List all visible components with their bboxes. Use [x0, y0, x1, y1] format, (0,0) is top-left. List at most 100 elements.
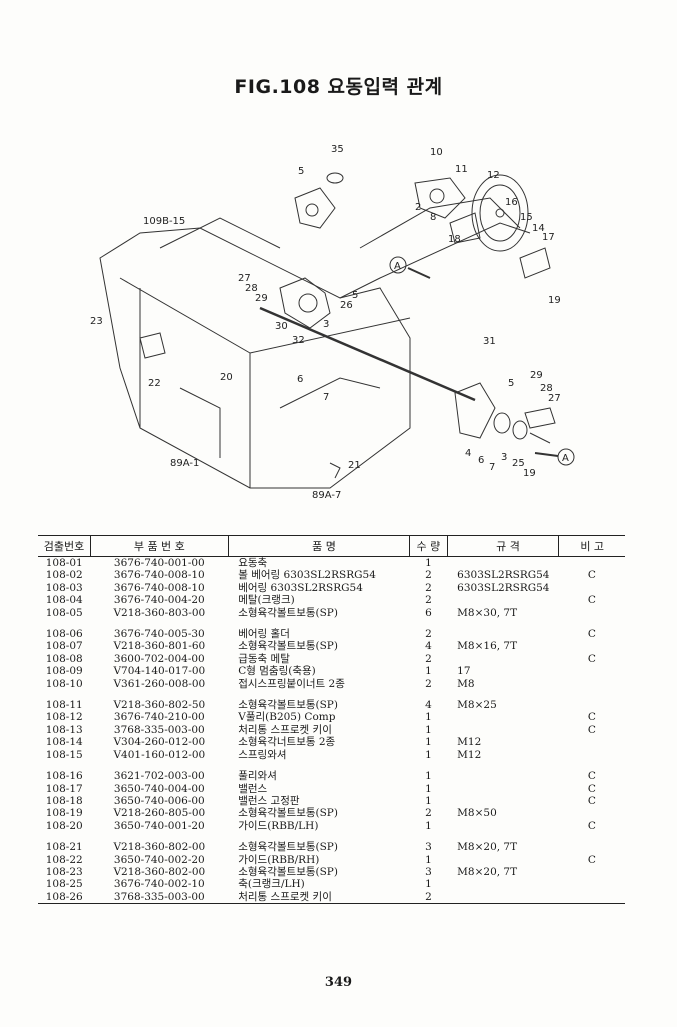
- index-cell: 108-25: [45, 878, 83, 891]
- col-header-quantity: 수 량: [409, 535, 448, 557]
- marker-a-lower: A: [562, 453, 569, 464]
- quantity-cell: 2: [425, 628, 432, 641]
- remarks-cell: [559, 665, 625, 677]
- spec-cell: 6303SL2RSRG54: [457, 581, 550, 594]
- callout-label: 3: [323, 319, 329, 330]
- remarks-cell: C: [587, 569, 596, 582]
- index-cell: 108-07: [45, 640, 83, 653]
- callout-label: 29: [255, 293, 268, 304]
- exploded-parts-diagram: A A 35 10 5 11 12 109B-15 2 8 16 15 14 1…: [90, 144, 575, 501]
- spec-cell: [447, 795, 559, 807]
- part-number-cell: 3676-740-001-00: [113, 557, 205, 569]
- group-spacer: [38, 619, 625, 628]
- callout-label: 29: [530, 370, 543, 381]
- index-cell: 108-12: [45, 711, 83, 724]
- quantity-cell: 1: [425, 794, 432, 807]
- part-number-cell: 3650-740-006-00: [113, 794, 205, 807]
- index-cell: 108-08: [45, 652, 83, 665]
- rock-shaft: [259, 306, 476, 402]
- quantity-cell: 1: [425, 711, 432, 724]
- callout-label: 12: [487, 170, 500, 181]
- spec-cell: M8×30, 7T: [457, 606, 518, 619]
- index-cell: 108-11: [45, 699, 83, 712]
- callout-label: 18: [448, 234, 461, 245]
- quantity-cell: 2: [425, 677, 432, 690]
- part-number-cell: V218-360-802-50: [113, 699, 206, 712]
- remarks-cell: [559, 699, 625, 711]
- index-cell: 108-01: [45, 557, 83, 569]
- quantity-cell: 3: [425, 841, 432, 854]
- callout-label: 15: [520, 212, 533, 223]
- part-name-cell: 소형육각볼트보통(SP): [238, 807, 338, 820]
- part-name-cell: 메탈(크랭크): [238, 594, 295, 607]
- part-name-cell: 베어링 홀더: [238, 628, 290, 641]
- callout-label: 19: [523, 468, 536, 479]
- spec-cell: [447, 783, 559, 795]
- quantity-cell: 1: [425, 665, 432, 678]
- quantity-cell: 3: [425, 865, 432, 878]
- spec-cell: [447, 711, 559, 723]
- index-cell: 108-19: [45, 807, 83, 820]
- index-cell: 108-06: [45, 628, 83, 641]
- quantity-cell: 1: [425, 819, 432, 832]
- remarks-cell: C: [587, 794, 596, 807]
- col-header-part-number: 부 품 번 호: [89, 535, 229, 557]
- remarks-cell: [559, 807, 625, 819]
- remarks-cell: C: [587, 819, 596, 832]
- callout-label: 5: [508, 378, 514, 389]
- part-name-cell: V풀리(B205) Comp: [238, 711, 336, 724]
- quantity-cell: 1: [425, 736, 432, 749]
- index-cell: 108-26: [38, 890, 91, 905]
- callout-label: 5: [298, 166, 304, 177]
- spec-cell: 17: [457, 665, 471, 678]
- quantity-cell: 6: [425, 606, 432, 619]
- part-number-cell: V218-360-801-60: [113, 640, 206, 653]
- part-number-cell: V218-260-805-00: [113, 807, 206, 820]
- spec-cell: M8: [457, 677, 475, 690]
- part-name-cell: C형 멈춤링(축용): [238, 665, 316, 678]
- spec-cell: [447, 878, 559, 890]
- part-name-cell: 처리통 스프로켓 키이: [228, 890, 410, 905]
- part-number-cell: 3768-335-003-00: [113, 723, 205, 736]
- callout-label: 20: [220, 372, 233, 383]
- part-name-cell: 급동축 메탈: [238, 652, 290, 665]
- v-pulley: [471, 174, 529, 252]
- col-header-remarks: 비 고: [558, 535, 625, 557]
- index-cell: 108-16: [45, 770, 83, 783]
- callout-label: 7: [323, 392, 329, 403]
- part-number-cell: V304-260-012-00: [113, 736, 206, 749]
- callout-label: 32: [292, 335, 305, 346]
- quantity-cell: 2: [425, 569, 432, 582]
- remarks-cell: [559, 557, 625, 570]
- part-number-cell: 3676-740-002-10: [113, 878, 205, 891]
- callout-label: 30: [275, 321, 288, 332]
- spec-cell: [447, 557, 559, 570]
- callout-label: 19: [548, 295, 561, 306]
- callout-label: 17: [542, 232, 555, 243]
- callout-label: 28: [245, 283, 258, 294]
- part-name-cell: 접시스프링붙이너트 2종: [238, 677, 345, 690]
- part-number-cell: 3676-740-005-30: [113, 628, 205, 641]
- remarks-cell: C: [587, 723, 596, 736]
- remarks-cell: [558, 890, 625, 905]
- index-cell: 108-14: [45, 736, 83, 749]
- callout-label: 89A-1: [170, 458, 199, 469]
- part-number-cell: 3676-740-004-20: [113, 594, 205, 607]
- index-cell: 108-03: [45, 581, 83, 594]
- quantity-cell: 1: [425, 770, 432, 783]
- callout-label: 2: [415, 202, 421, 213]
